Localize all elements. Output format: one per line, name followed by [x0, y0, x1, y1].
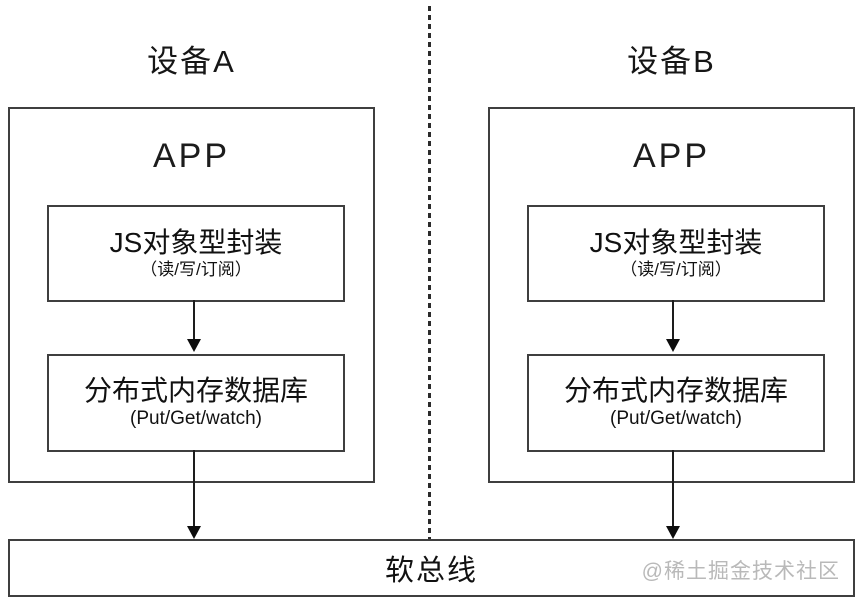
device-a-js-to-db-arrow	[187, 300, 201, 352]
arrow-head-icon	[666, 339, 680, 352]
watermark-text: @稀土掘金技术社区	[641, 560, 840, 583]
device-a-app-box: APP JS对象型封装 （读/写/订阅） 分布式内存数据库 (Put/Get/w…	[8, 107, 375, 483]
device-b-app-label: APP	[632, 137, 711, 175]
device-b-app-box: APP JS对象型封装 （读/写/订阅） 分布式内存数据库 (Put/Get/w…	[488, 107, 855, 483]
device-a-distributed-db-box: 分布式内存数据库 (Put/Get/watch)	[47, 354, 345, 452]
soft-bus-bar: 软总线 @稀土掘金技术社区	[8, 539, 855, 597]
soft-bus-label: 软总线	[384, 555, 478, 587]
device-b-db-box-title: 分布式内存数据库	[563, 374, 788, 406]
arrow-head-icon	[187, 339, 201, 352]
device-a-js-box-title: JS对象型封装	[109, 226, 283, 258]
device-b-title: 设备B	[627, 44, 716, 79]
device-b-db-to-bus-arrow	[666, 450, 680, 539]
device-b-js-box-subtitle: （读/写/订阅）	[620, 260, 732, 280]
device-b-js-to-db-arrow	[666, 300, 680, 352]
arrow-head-icon	[187, 526, 201, 539]
device-b-distributed-db-box: 分布式内存数据库 (Put/Get/watch)	[527, 354, 825, 452]
device-b-db-box-subtitle: (Put/Get/watch)	[610, 408, 742, 430]
arrow-shaft	[672, 300, 674, 339]
device-a-app-label: APP	[152, 137, 231, 175]
arrow-shaft	[193, 450, 195, 526]
device-b-js-wrapper-box: JS对象型封装 （读/写/订阅）	[527, 205, 825, 302]
device-a-title: 设备A	[147, 44, 236, 79]
device-separator-dashed-line	[428, 6, 431, 539]
device-a-js-wrapper-box: JS对象型封装 （读/写/订阅）	[47, 205, 345, 302]
arrow-shaft	[193, 300, 195, 339]
arrow-head-icon	[666, 526, 680, 539]
device-a-db-box-title: 分布式内存数据库	[83, 374, 308, 406]
device-b-js-box-title: JS对象型封装	[589, 226, 763, 258]
device-a-db-to-bus-arrow	[187, 450, 201, 539]
device-a-js-box-subtitle: （读/写/订阅）	[140, 260, 252, 280]
device-a-db-box-subtitle: (Put/Get/watch)	[130, 408, 262, 430]
arrow-shaft	[672, 450, 674, 526]
